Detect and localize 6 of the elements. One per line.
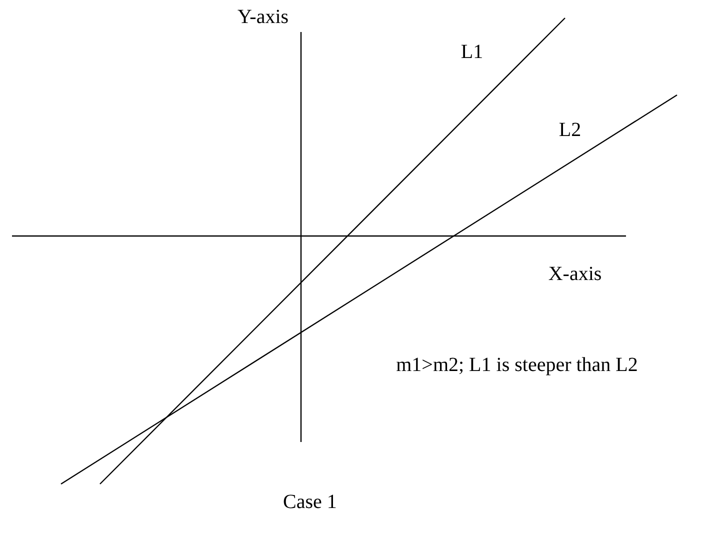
- note-text: m1>m2; L1 is steeper than L2: [396, 355, 638, 375]
- caption: Case 1: [283, 492, 337, 512]
- axis-label: Y-axis: [237, 7, 289, 27]
- line-label: L1: [460, 42, 484, 62]
- line-label: L2: [558, 120, 582, 140]
- axis-label: X-axis: [548, 264, 602, 284]
